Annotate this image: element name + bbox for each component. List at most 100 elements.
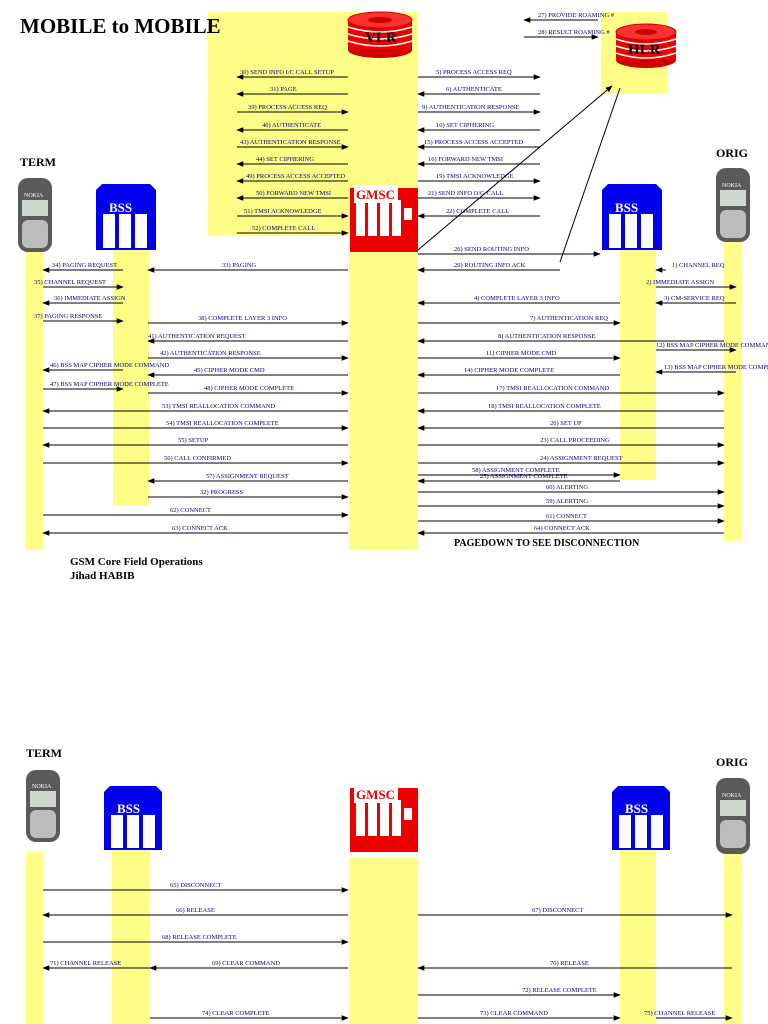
msg-61-connect-label: 61) CONNECT bbox=[546, 513, 587, 520]
msg-70-release-label: 70) RELEASE bbox=[550, 960, 589, 967]
message-layer: 27) PROVIDE ROAMING # 28) RESULT ROAMING … bbox=[34, 12, 768, 1021]
vlr-label: VLR bbox=[365, 30, 397, 46]
msg-48-cipher-mode-complete-label: 48) CIPHER MODE COMPLETE bbox=[204, 385, 294, 392]
term-label: TERM bbox=[20, 155, 56, 169]
hlr-database-icon bbox=[615, 23, 677, 68]
msg-50-forward-new-tmsi-label: 50) FORWARD NEW TMSI bbox=[256, 190, 331, 197]
msg-25-assignment-complete-label: 25) ASSIGNMENT COMPLETE bbox=[480, 473, 568, 480]
msg-44-set-ciphering-label: 44) SET CIPHERING bbox=[256, 156, 314, 163]
msg-36-immediate-assign-label: 36) IMMEDIATE ASSIGN bbox=[54, 295, 126, 302]
hlr-label: HLR bbox=[628, 42, 661, 58]
msg-10-set-ciphering-label: 10) SET CIPHERING bbox=[436, 122, 494, 129]
msg-16-forward-new-tmsi-label: 16) FORWARD NEW TMSI bbox=[428, 156, 503, 163]
msg-4-complete-layer-3-info-label: 4) COMPLETE LAYER 3 INFO bbox=[474, 295, 560, 302]
orig-bss-lane-top bbox=[620, 246, 656, 480]
msg-29-routing-info-ack-label: 29) ROUTING INFO ACK bbox=[454, 262, 526, 269]
msg-30-send-info-i-c-call-setup-label: 30) SEND INFO I/C CALL SETUP bbox=[240, 69, 334, 76]
gmsc-switch-icon bbox=[350, 185, 418, 252]
msg-35-channel-request-label: 35) CHANNEL REQUEST bbox=[34, 279, 106, 286]
msg-43-authentication-response-label: 43) AUTHENTICATION RESPONSE bbox=[240, 139, 341, 146]
msg-49-process-access-accepted-label: 49) PROCESS ACCESS ACCEPTED bbox=[246, 173, 345, 180]
msg-31-page-label: 31) PAGE bbox=[270, 86, 297, 93]
gmsc-label-bottom: GMSC bbox=[356, 787, 395, 802]
msg-32-progress-label: 32) PROGRESS bbox=[200, 489, 244, 496]
msg-14-cipher-mode-complete-label: 14) CIPHER MODE COMPLETE bbox=[464, 367, 554, 374]
bss-label-orig-bottom: BSS bbox=[625, 801, 648, 816]
msg-3-cm-service-req-label: 3) CM-SERVICE REQ bbox=[664, 295, 725, 302]
msg-58-assignment-complete-label: 58) ASSIGNMENT COMPLETE bbox=[472, 467, 560, 474]
hlr-link-routing-ack bbox=[559, 87, 621, 263]
msg-72-release-complete-label: 72) RELEASE COMPLETE bbox=[522, 987, 597, 994]
msg-39-process-access-req-label: 39) PROCESS ACCESS REQ bbox=[248, 104, 327, 111]
msg-27-provide-roaming-label: 27) PROVIDE ROAMING # bbox=[538, 12, 615, 19]
msg-38-complete-layer-3-info-label: 38) COMPLETE LAYER 3 INFO bbox=[198, 315, 287, 322]
pagedown-note: PAGEDOWN TO SEE DISCONNECTION bbox=[454, 538, 640, 549]
msg-42-authentication-response-label: 42) AUTHENTICATION RESPONSE bbox=[160, 350, 261, 357]
bss-icon-term-bottom bbox=[104, 786, 162, 850]
msg-21-send-info-o-g-call-label: 21) SEND INFO O/G CALL bbox=[428, 190, 504, 197]
msg-28-result-roaming-label: 28) RESULT ROAMING # bbox=[538, 29, 610, 36]
orig-label-bottom: ORIG bbox=[716, 755, 749, 769]
orig-phone-brand-bottom: NOKIA bbox=[722, 793, 742, 799]
msg-9-authentication-response-label: 9) AUTHENTICATION RESPONSE bbox=[422, 104, 520, 111]
msg-2-immediate-assign-label: 2) IMMEDIATE ASSIGN bbox=[646, 279, 715, 286]
msg-59-alerting-label: 59) ALERTING bbox=[546, 498, 588, 505]
msg-40-authenticate-label: 40) AUTHENTICATE bbox=[262, 122, 321, 129]
bss-label-orig: BSS bbox=[615, 200, 638, 215]
bss-label-term: BSS bbox=[109, 200, 132, 215]
msg-46-bss-map-cipher-mode-command-label: 46) BSS MAP CIPHER MODE COMMAND bbox=[50, 362, 169, 369]
orig-phone-icon bbox=[716, 168, 750, 242]
msg-18-tmsi-reallocation-complete-label: 18) TMSI REALLOCATION COMPLETE bbox=[488, 403, 601, 410]
msg-1-channel-req-label: 1) CHANNEL REQ bbox=[672, 262, 725, 269]
msg-57-assignment-request-label: 57) ASSIGNMENT REQUEST bbox=[206, 473, 289, 480]
bss-icon-orig-bottom bbox=[612, 786, 670, 850]
msg-24-assignment-request-label: 24) ASSIGNMENT REQUEST bbox=[540, 455, 623, 462]
msg-64-connect-ack-label: 64) CONNECT ACK bbox=[534, 525, 590, 532]
hlr-link-send-routing bbox=[417, 85, 613, 251]
msg-71-channel-release-label: 71) CHANNEL RELEASE bbox=[50, 960, 121, 967]
msg-11-cipher-mode-cmd-label: 11) CIPHER MODE CMD bbox=[486, 350, 557, 357]
orig-bss-lane-bottom bbox=[620, 850, 656, 1024]
term-bss-lane-bottom bbox=[112, 850, 150, 1024]
msg-22-complete-call-label: 22) COMPLETE CALL bbox=[446, 208, 509, 215]
msg-12-bss-map-cipher-mode-command-label: 12) BSS MAP CIPHER MODE COMMAND bbox=[656, 342, 768, 349]
gmsc-lane-top bbox=[349, 70, 418, 550]
msg-26-send-routing-info-label: 26) SEND ROUTING INFO bbox=[454, 246, 529, 253]
gmsc-label: GMSC bbox=[356, 187, 395, 202]
msg-56-call-confirmed-label: 56) CALL CONFIRMED bbox=[164, 455, 231, 462]
gmsc-lane-bottom bbox=[349, 858, 418, 1024]
msg-17-tmsi-reallocation-command-label: 17) TMSI REALLOCATION COMMAND bbox=[496, 385, 609, 392]
orig-phone-brand: NOKIA bbox=[722, 183, 742, 189]
msg-74-clear-complete-label: 74) CLEAR COMPLETE bbox=[202, 1010, 270, 1017]
msg-5-process-access-req-label: 5) PROCESS ACCESS REQ bbox=[436, 69, 512, 76]
vlr-database-icon bbox=[347, 11, 413, 58]
msg-65-disconnect-label: 65) DISCONNECT bbox=[170, 882, 221, 889]
orig-label: ORIG bbox=[716, 146, 749, 160]
msg-47-bss-map-cipher-mode-complete-label: 47) BSS MAP CIPHER MODE COMPLETE bbox=[50, 381, 169, 388]
term-phone-brand-bottom: NOKIA bbox=[32, 784, 52, 790]
msg-7-authentication-req-label: 7) AUTHENTICATION REQ bbox=[530, 315, 608, 322]
term-phone-icon-bottom bbox=[26, 770, 60, 842]
term-phone-lane-top bbox=[26, 238, 43, 550]
term-phone-lane-bottom bbox=[26, 852, 43, 1024]
bss-icon-term bbox=[96, 184, 156, 250]
term-label-bottom: TERM bbox=[26, 746, 62, 760]
msg-15-process-access-accepted-label: 15) PROCESS ACCESS ACCEPTED bbox=[424, 139, 523, 146]
orig-phone-lane-top bbox=[724, 236, 742, 541]
msg-37-paging-response-label: 37) PAGING RESPONSE bbox=[34, 313, 102, 320]
msg-63-connect-ack-label: 63) CONNECT ACK bbox=[172, 525, 228, 532]
msg-23-call-proceeding-label: 23) CALL PROCEEDING bbox=[540, 437, 610, 444]
page-title: MOBILE to MOBILE bbox=[20, 14, 221, 38]
msg-75-channel-release-label: 75) CHANNEL RELEASE bbox=[644, 1010, 715, 1017]
msg-45-cipher-mode-cmd-label: 45) CIPHER MODE CMD bbox=[194, 367, 265, 374]
msg-68-release-complete-label: 68) RELEASE COMPLETE bbox=[162, 934, 237, 941]
msg-52-complete-call-label: 52) COMPLETE CALL bbox=[252, 225, 315, 232]
msg-41-authentication-request-label: 41) AUTHENTICATION REQUEST bbox=[148, 333, 246, 340]
msg-20-set-up-label: 20) SET UP bbox=[550, 420, 582, 427]
orig-phone-lane-bottom bbox=[724, 854, 742, 1024]
msg-53-tmsi-reallocation-command-label: 53) TMSI REALLOCATION COMMAND bbox=[162, 403, 275, 410]
msg-67-disconnect-label: 67) DISCONNECT bbox=[532, 907, 583, 914]
msg-55-setup-label: 55) SETUP bbox=[178, 437, 209, 444]
